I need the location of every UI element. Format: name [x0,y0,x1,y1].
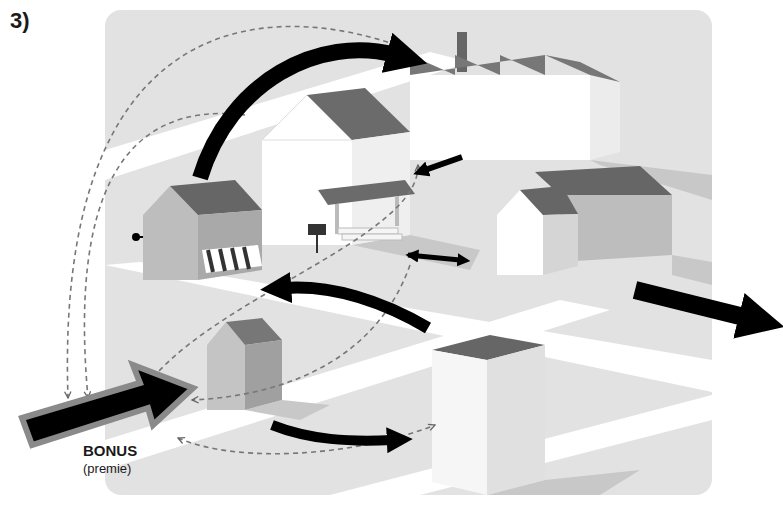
awning-stripes [208,247,249,272]
mailbox-pole [316,235,318,253]
bonus-note: (premie) [83,461,131,476]
factory-wall [410,75,590,160]
house-roof [307,88,410,140]
dashed-arrow [84,114,245,398]
flow-arrow [272,425,392,441]
stripe [244,247,249,269]
stripe [220,249,225,271]
shop-sign [132,233,140,241]
callout-number: 3) [10,8,30,34]
block-front [432,350,487,495]
steps [342,234,402,240]
porch-post [395,196,399,226]
small-house [207,318,282,410]
house-side [245,340,282,410]
flow-arrow [635,290,748,318]
stripe [232,248,237,270]
background-panel [105,10,712,495]
wing-front [497,215,543,275]
bonus-arrow [22,365,193,445]
big-house [262,88,415,253]
house-front [207,345,245,410]
shop-house [132,180,262,280]
house-side [198,210,262,280]
shadow [672,255,712,285]
porch-roof [318,180,415,205]
factory-side [590,75,620,160]
office-block [432,335,545,495]
stripe [208,250,213,272]
house-roof [170,180,262,215]
flow-arrow [285,288,428,328]
wing-side [543,214,578,275]
factory-roof [410,55,620,82]
awning [202,245,262,273]
flow-arrow [425,157,462,170]
roads [105,52,712,495]
steps [338,228,398,234]
block-side [487,345,545,495]
mailbox [308,224,326,235]
flow-arrow [408,255,460,260]
dashed-arrow [67,26,405,398]
dashed-arrow [140,165,418,395]
right-house [497,166,672,275]
factory [410,32,620,160]
flow-arrow [200,50,395,178]
house-front [143,215,198,280]
house-roof [226,318,282,345]
black-flows [200,50,748,440]
bonus-label: BONUS [83,442,137,459]
wing-roof [520,186,578,215]
dashed-arrow [178,425,435,454]
